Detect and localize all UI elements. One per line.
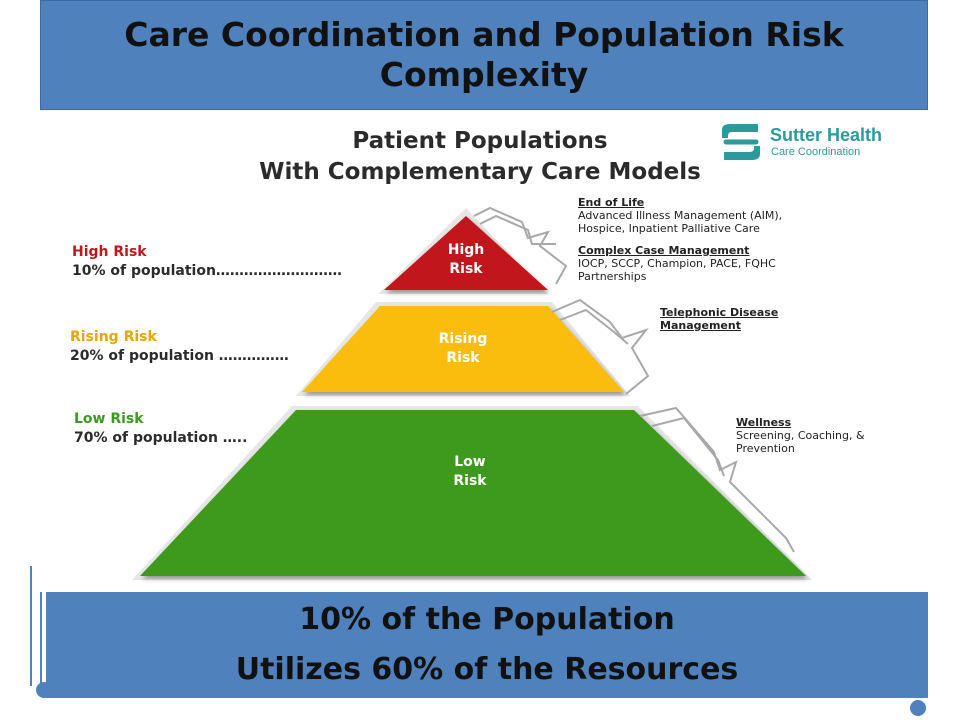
low-risk-tier-label-line-2: Risk: [453, 473, 487, 489]
high-risk-brace: [473, 206, 568, 285]
end-of-life-line-2: Hospice, Inpatient Palliative Care: [578, 222, 760, 235]
wellness-line-2: Prevention: [736, 442, 795, 455]
complex-case-line-2: Partnerships: [578, 270, 647, 283]
slide-title: Care Coordination and Population Risk Co…: [40, 0, 928, 110]
wellness-line-1: Screening, Coaching, &: [736, 429, 865, 442]
footer-line-2: Utilizes 60% of the Resources: [235, 652, 739, 687]
rising-risk-tier-label-line-2: Risk: [446, 350, 480, 366]
telephonic-model: Telephonic Disease Management: [660, 306, 778, 332]
footer-line-1: 10% of the Population: [299, 602, 675, 637]
rising-risk-population: 20% of population ……………: [70, 348, 289, 364]
telephonic-heading-line-1: Telephonic Disease: [660, 306, 779, 319]
low-risk-tier: [140, 410, 806, 576]
high-risk-population: 10% of population………………………: [72, 263, 342, 279]
complex-case-line-1: IOCP, SCCP, Champion, PACE, FQHC: [578, 257, 776, 270]
rising-risk-tier-label-line-1: Rising: [438, 331, 488, 347]
rising-risk-brace: [551, 298, 650, 395]
sutter-health-logo: Sutter Health Care Coordination: [718, 122, 928, 166]
telephonic-heading-line-2: Management: [660, 319, 741, 332]
complex-case-model: Complex Case Management IOCP, SCCP, Cham…: [578, 244, 776, 283]
diagram-heading-line-2: With Complementary Care Models: [259, 159, 701, 185]
slide-title-line-2: Complexity: [379, 55, 589, 94]
decorative-line-left: [30, 566, 32, 686]
decorative-line-inner: [40, 592, 42, 690]
high-risk-tier-label-line-1: High: [447, 242, 485, 258]
low-risk-name: Low Risk: [74, 411, 144, 427]
complex-case-heading: Complex Case Management: [578, 244, 750, 257]
diagram-heading-line-1: Patient Populations: [352, 128, 608, 154]
high-risk-label: High Risk 10% of population………………………: [72, 243, 342, 281]
end-of-life-model: End of Life Advanced Illness Management …: [578, 196, 782, 235]
rising-risk-name: Rising Risk: [70, 329, 157, 345]
high-risk-name: High Risk: [72, 244, 147, 260]
rising-risk-label: Rising Risk 20% of population ……………: [70, 328, 289, 366]
low-risk-population: 70% of population …..: [74, 430, 248, 446]
logo-name: Sutter Health: [770, 125, 883, 145]
slide-title-line-1: Care Coordination and Population Risk: [124, 15, 844, 54]
decorative-circle-right: [910, 700, 926, 716]
diagram-heading: Patient Populations With Complementary C…: [200, 126, 760, 188]
high-risk-tier-label: High Risk: [436, 241, 496, 279]
end-of-life-heading: End of Life: [578, 196, 645, 209]
footer-callout: 10% of the Population Utilizes 60% of th…: [46, 592, 928, 698]
high-risk-tier-label-line-2: Risk: [449, 261, 483, 277]
high-risk-tier: [384, 216, 548, 290]
low-risk-brace: [639, 406, 795, 553]
low-risk-tier-label: Low Risk: [440, 453, 500, 491]
low-risk-label: Low Risk 70% of population …..: [74, 410, 247, 448]
logo-subtitle: Care Coordination: [771, 146, 861, 158]
wellness-heading: Wellness: [736, 416, 792, 429]
end-of-life-line-1: Advanced Illness Management (AIM),: [578, 209, 783, 222]
rising-risk-tier-label: Rising Risk: [423, 330, 503, 368]
low-risk-tier-label-line-1: Low: [454, 454, 486, 470]
wellness-model: Wellness Screening, Coaching, & Preventi…: [736, 416, 865, 455]
rising-risk-tier: [302, 306, 624, 392]
sutter-health-logo-icon: [722, 124, 760, 160]
